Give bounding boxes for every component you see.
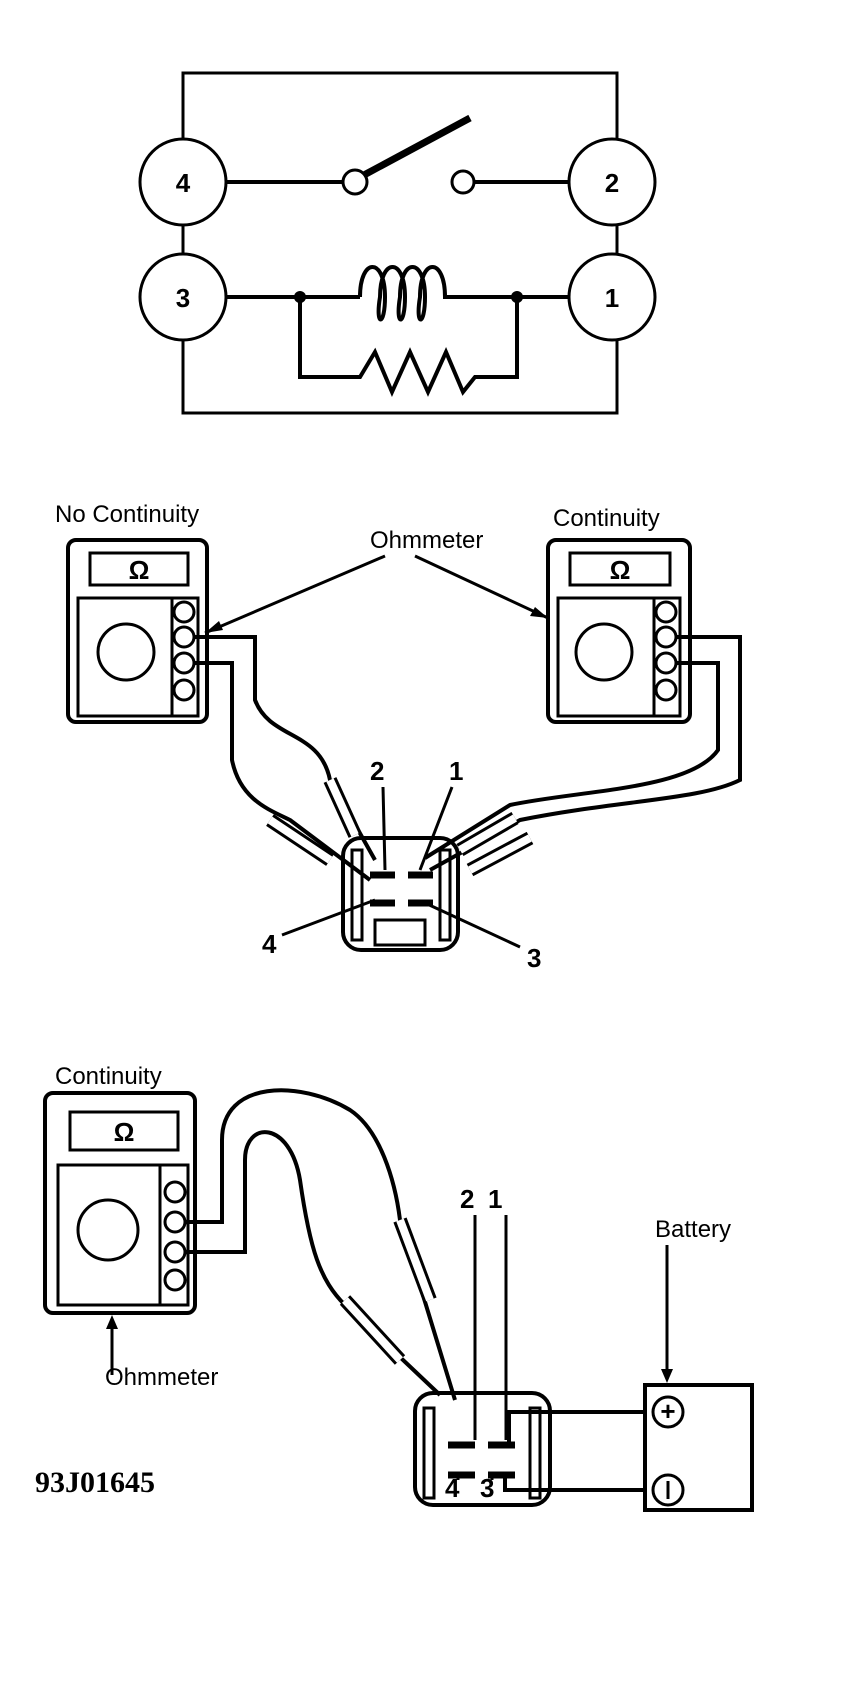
- test-lead: [429, 635, 742, 872]
- relay-connector: [341, 836, 460, 952]
- coil-symbol: [358, 265, 470, 322]
- test-lead: [194, 635, 377, 861]
- test1-no-power: No Continuity Continuity Ohmmeter Ω Ω: [55, 501, 742, 973]
- ohmmeter-label: Ohmmeter: [105, 1364, 218, 1391]
- test-lead: [185, 1088, 457, 1401]
- terminal-2: 2: [567, 137, 657, 227]
- figure-code: 93J01645: [35, 1466, 155, 1499]
- ohmmeter-label: Ohmmeter: [370, 527, 483, 554]
- continuity-label: Continuity: [553, 505, 660, 532]
- svg-text:+: +: [660, 1396, 675, 1426]
- no-continuity-label: No Continuity: [55, 501, 199, 528]
- battery: +: [643, 1383, 754, 1512]
- resistor-symbol: [298, 297, 519, 397]
- pin-3-label: 3: [527, 943, 541, 973]
- switch-lever: [362, 114, 472, 179]
- test-lead: [185, 1130, 442, 1397]
- dial-icon: [76, 1198, 140, 1262]
- pin-3-label: 3: [480, 1473, 494, 1503]
- ohm-icon: Ω: [114, 1117, 135, 1147]
- battery-wires: [503, 1410, 645, 1492]
- schematic-frame: [181, 71, 619, 415]
- svg-text:2: 2: [605, 168, 619, 198]
- continuity-label: Continuity: [55, 1063, 162, 1090]
- ohmmeter-bottom: Ω: [43, 1091, 197, 1315]
- svg-text:4: 4: [176, 168, 191, 198]
- pin-4-label: 4: [262, 929, 277, 959]
- svg-text:1: 1: [605, 283, 619, 313]
- battery-plus-terminal: [651, 1395, 685, 1429]
- battery-label: Battery: [655, 1216, 731, 1243]
- terminal-1: 1: [567, 252, 657, 342]
- svg-text:3: 3: [176, 283, 190, 313]
- test-lead: [194, 661, 372, 882]
- ohm-icon: Ω: [610, 555, 631, 585]
- pin-1-label: 1: [488, 1184, 502, 1214]
- dial-icon: [574, 622, 634, 682]
- terminal-3: 3: [138, 252, 228, 342]
- switch-pivot: [341, 168, 369, 196]
- pin-1-label: 1: [449, 756, 463, 786]
- relay-schematic: 4 2 3 1: [138, 71, 657, 415]
- test-lead: [423, 661, 720, 860]
- pin-4-label: 4: [445, 1473, 460, 1503]
- pointer-arrows: [204, 554, 549, 635]
- switch-contact: [450, 169, 476, 195]
- ohmmeter-right: Ω: [546, 538, 692, 724]
- ohmmeter-left: Ω: [66, 538, 209, 724]
- pin-2-label: 2: [460, 1184, 474, 1214]
- test2-powered: Continuity Ω Ohmmeter 2 1 4 3: [43, 1063, 754, 1512]
- ohm-icon: Ω: [129, 555, 150, 585]
- pin-2-label: 2: [370, 756, 384, 786]
- dial-icon: [96, 622, 156, 682]
- terminal-4: 4: [138, 137, 228, 227]
